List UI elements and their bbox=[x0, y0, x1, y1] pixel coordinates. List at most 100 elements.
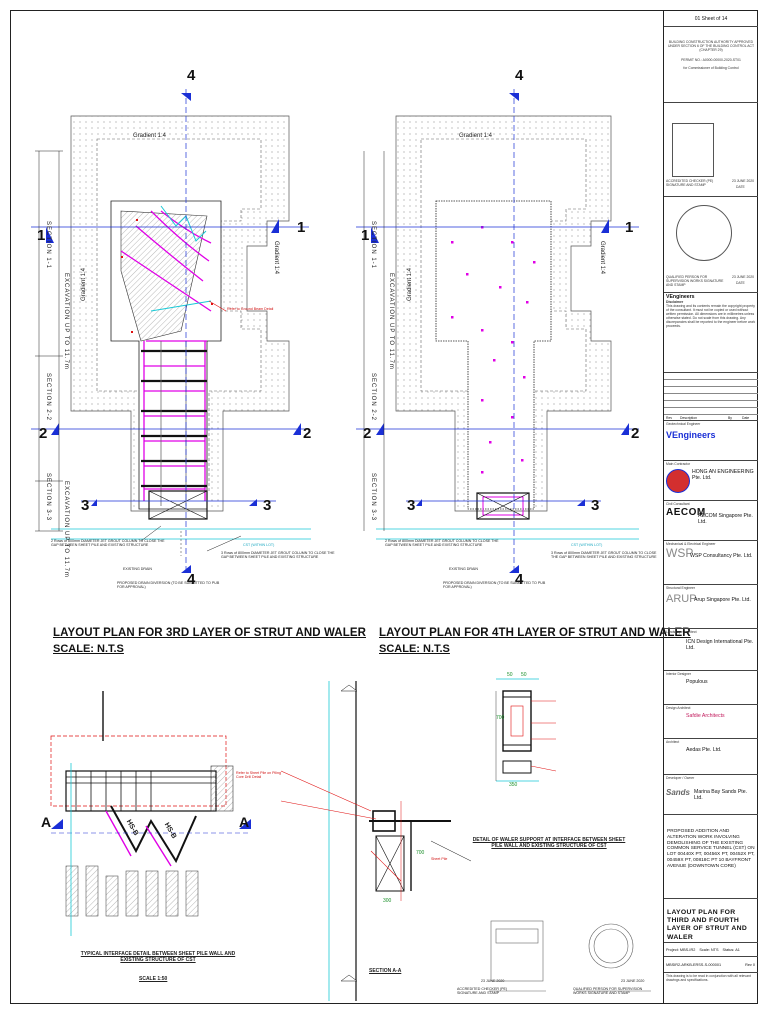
stamp-date-2: 23 JUNE 2020 bbox=[621, 979, 645, 983]
aecom-logo: AECOM bbox=[666, 507, 706, 518]
plan-3rd-layer-linework bbox=[31, 89, 311, 573]
consultant-name: AECOM Singapore Pte. Ltd. bbox=[698, 513, 753, 525]
consultant-name: Populous bbox=[686, 679, 708, 685]
plan1-cst-label: CST (WITHIN LOT) bbox=[243, 543, 275, 547]
safdie-logo: Safdie Architects bbox=[686, 713, 725, 719]
plan1-existing-drain: EXISTING DRAIN bbox=[123, 567, 152, 571]
drawing-number-row: MBSIR2-ARKB-ERSS-S-000001 Rev 0 bbox=[664, 957, 758, 973]
dim-700-b: 700 bbox=[416, 850, 425, 856]
consultant-name: WSP Consultancy Pte. Ltd. bbox=[690, 553, 753, 559]
plan1-section-2-label: SECTION 2-2 bbox=[45, 373, 51, 422]
plan1-gradient-left: Gradient 1:4 bbox=[81, 267, 87, 301]
consultant-mne: Mechanical & Electrical Engineer WSP WSP… bbox=[664, 541, 758, 585]
wsp-logo: WSP bbox=[666, 546, 694, 560]
footer-note-cell: This drawing is to be read in conjunctio… bbox=[664, 973, 758, 1003]
consultant-civil: Civil Consultant AECOM AECOM Singapore P… bbox=[664, 501, 758, 541]
consultant-landscape: Landscape Architect ICN Design Internati… bbox=[664, 629, 758, 671]
section-aa-linework bbox=[280, 681, 472, 1001]
plan2-cst-label: CST (WITHIN LOT) bbox=[571, 543, 603, 547]
vengineers-logo: VEngineers bbox=[666, 430, 716, 440]
detail-red-note: Refer to Sheet Pile on Piling Core Drill… bbox=[236, 771, 281, 780]
section-sheet-pile-note: Sheet Pile bbox=[431, 857, 448, 861]
consultant-design-architect: Design Architect Safdie Architects bbox=[664, 705, 758, 739]
plan1-grout-note-2: 3 Rows of 800mm DIAMETER JET GROUT COLUM… bbox=[221, 551, 335, 560]
plan2-section-3-label: SECTION 3-3 bbox=[370, 473, 376, 522]
plan2-grout-note: 2 Rows of 800mm DIAMETER JET GROUT COLUM… bbox=[385, 539, 499, 548]
detail-2-title: DETAIL OF WALER SUPPORT AT INTERFACE BET… bbox=[472, 837, 626, 849]
consultant-geotech: Geotechnical Engineer VEngineers bbox=[664, 421, 758, 461]
qp-date: 23 JUNE 2020 bbox=[732, 275, 755, 279]
scale-info: Scale: NTS bbox=[699, 948, 719, 952]
consultant-role: Landscape Architect bbox=[666, 630, 697, 634]
authority-permit: PERMIT NO.: A0000-00000-2020-ST01 bbox=[681, 58, 741, 62]
plan2-mark-2-left: 2 bbox=[363, 425, 372, 442]
plan1-mark-3-left: 3 bbox=[81, 497, 90, 514]
disclaimer-heading: VEngineers bbox=[666, 294, 695, 300]
sheet-number-cell: 01 Sheet of 14 bbox=[664, 11, 758, 27]
plan2-mark-2-right: 2 bbox=[631, 425, 640, 442]
plan-4th-layer-linework bbox=[356, 89, 639, 573]
plan2-gradient-left: Gradient 1:4 bbox=[407, 267, 413, 301]
title-block: 01 Sheet of 14 BUILDING CONSTRUCTION AUT… bbox=[663, 11, 758, 1003]
drawing-linework bbox=[31, 89, 651, 1001]
plan2-mark-4-top: 4 bbox=[515, 67, 524, 84]
disclaimer-cell: VEngineers Disclaimer This drawing and i… bbox=[664, 293, 758, 373]
consultant-role: Civil Consultant bbox=[666, 502, 690, 506]
rev-col-desc: Description bbox=[680, 416, 697, 420]
consultant-architect: Architect Aedas Pte. Ltd. bbox=[664, 739, 758, 775]
consultant-role: Developer / Owner bbox=[666, 776, 695, 780]
ac-date: 23 JUNE 2020 bbox=[732, 179, 755, 183]
qp-structural-label: QUALIFIED PERSON FOR SUPERVISION WORKS S… bbox=[573, 987, 643, 996]
qp-cell: QUALIFIED PERSON FOR SUPERVISION WORKS S… bbox=[664, 197, 758, 293]
ac-date-label: DATE bbox=[736, 185, 745, 189]
plan2-title: LAYOUT PLAN FOR 4TH LAYER OF STRUT AND W… bbox=[379, 627, 691, 639]
sheet-number: 01 bbox=[694, 16, 701, 22]
plan1-excavation-label-2: EXCAVATION UP TO 11.7m bbox=[63, 481, 69, 578]
sands-logo: Sands bbox=[666, 788, 691, 797]
rev-col-rev: Rev bbox=[666, 416, 673, 420]
accredited-checker-cell: ACCREDITED CHECKER (PE) SIGNATURE AND ST… bbox=[664, 103, 758, 197]
consultant-role: Mechanical & Electrical Engineer bbox=[666, 542, 716, 546]
consultant-role: Geotechnical Engineer bbox=[666, 422, 701, 426]
plan1-mark-4-bottom: 4 bbox=[187, 571, 196, 588]
plan1-gradient-right: Gradient 1:4 bbox=[273, 241, 279, 275]
plan1-mark-3-right: 3 bbox=[263, 497, 272, 514]
plan1-excavation-label: EXCAVATION UP TO 11.7m bbox=[63, 273, 69, 370]
rev-col-date: Date bbox=[742, 416, 750, 420]
hong-an-logo-icon bbox=[666, 469, 690, 493]
rev-col-by: By bbox=[728, 416, 732, 420]
detail-waler-linework bbox=[495, 678, 557, 782]
dim-300: 300 bbox=[383, 898, 392, 904]
revision-header-row: Rev Description By Date bbox=[664, 415, 758, 420]
consultant-role: Interior Designer bbox=[666, 672, 692, 676]
consultant-structural: Structural Engineer ARUP Arup Singapore … bbox=[664, 585, 758, 629]
disclaimer-subheading: Disclaimer bbox=[666, 300, 684, 304]
dim-50-b: 50 bbox=[521, 672, 527, 678]
drawing-area: Gradient 1:4 Gradient 1:4 Gradient 1:4 G… bbox=[11, 11, 691, 1003]
detail-interface-linework bbox=[50, 691, 251, 936]
detail-1-title: TYPICAL INTERFACE DETAIL BETWEEN SHEET P… bbox=[80, 951, 236, 963]
drawing-title-cell: LAYOUT PLAN FOR THIRD AND FOURTH LAYER O… bbox=[664, 899, 758, 943]
qp-signature-label: QUALIFIED PERSON FOR SUPERVISION WORKS S… bbox=[666, 275, 724, 287]
accredited-checker-label: ACCREDITED CHECKER (PE) SIGNATURE AND ST… bbox=[457, 987, 508, 996]
plan1-title: LAYOUT PLAN FOR 3RD LAYER OF STRUT AND W… bbox=[53, 627, 366, 639]
dim-50-a: 50 bbox=[507, 672, 513, 678]
project-description: PROPOSED ADDITION AND ALTERATION WORK IN… bbox=[667, 829, 755, 869]
ac-stamp-box bbox=[672, 123, 714, 177]
signature-stamps bbox=[489, 920, 651, 992]
consultant-name: ICN Design International Pte. Ltd. bbox=[686, 639, 754, 651]
consultant-role: Architect bbox=[666, 740, 680, 744]
plan1-proposed-diversion: PROPOSED DRAIN DIVERSION (TO BE SUBMITTE… bbox=[117, 581, 220, 590]
drawing-sheet: Gradient 1:4 Gradient 1:4 Gradient 1:4 G… bbox=[10, 10, 758, 1004]
plan1-section-1-label: SECTION 1-1 bbox=[45, 221, 51, 270]
consultant-role: Design Architect bbox=[666, 706, 691, 710]
consultant-main-contractor: Main Contractor HONG AN ENGINEERING Pte.… bbox=[664, 461, 758, 501]
project-no: Project: MBS-IR2 bbox=[666, 948, 696, 952]
ac-signature-label: ACCREDITED CHECKER (PE) SIGNATURE AND ST… bbox=[666, 179, 714, 187]
plan2-scale: SCALE: N.T.S bbox=[379, 643, 450, 655]
plan2-mark-1-left: 1 bbox=[361, 227, 370, 244]
authority-approval: BUILDING CONSTRUCTION AUTHORITY APPROVED… bbox=[667, 40, 755, 52]
plan1-section-3-label: SECTION 3-3 bbox=[45, 473, 51, 522]
plan1-grout-note: 2 Rows of 800mm DIAMETER JET GROUT COLUM… bbox=[51, 539, 165, 548]
consultant-name: Arup Singapore Pte. Ltd. bbox=[694, 597, 751, 603]
